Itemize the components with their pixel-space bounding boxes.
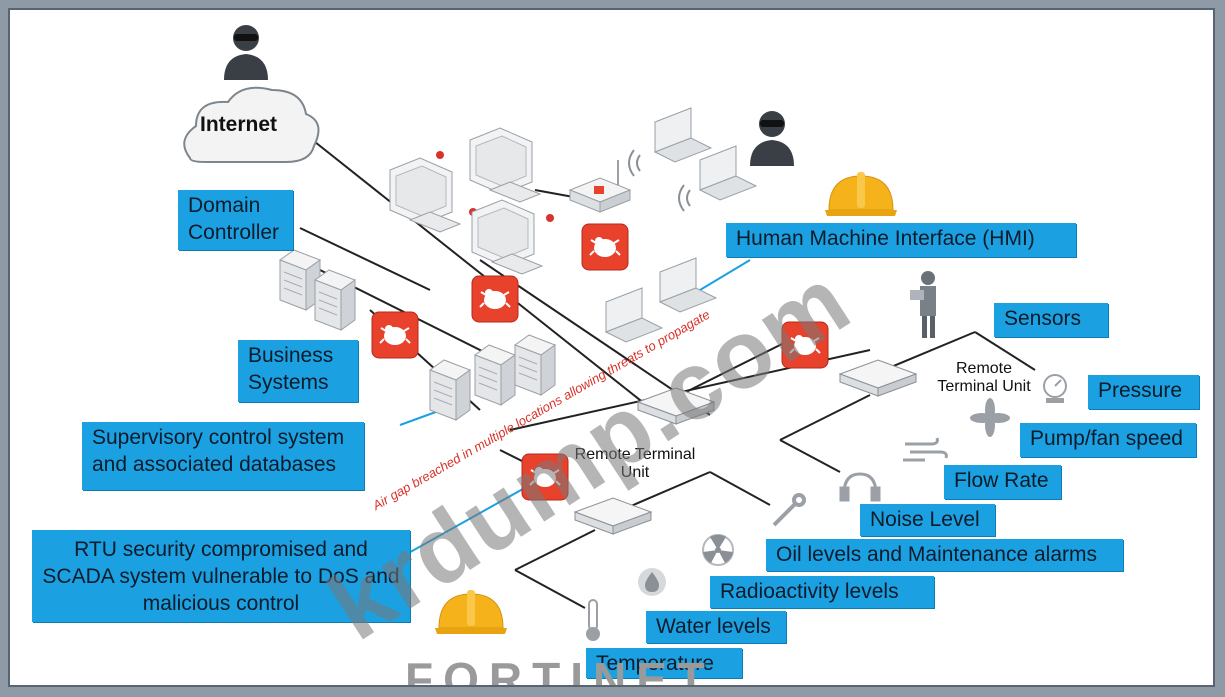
router-icon (568, 160, 632, 213)
wind-icon (903, 437, 948, 462)
rtu-upper-label: Remote Terminal Unit (937, 360, 1031, 395)
diagram-frame: Internet Domain Controller Business Syst… (8, 8, 1215, 687)
pump-fan-speed-label: Pump/fan speed (1020, 423, 1196, 457)
server-icon (514, 334, 556, 396)
hmi-label: Human Machine Interface (HMI) (726, 223, 1076, 257)
rtu-device-upper (839, 359, 917, 397)
noise-level-label: Noise Level (860, 504, 995, 536)
sensors-label: Sensors (994, 303, 1108, 337)
hardhat-icon (824, 171, 898, 217)
oil-levels-label: Oil levels and Maintenance alarms (766, 539, 1123, 571)
threat-icon (371, 311, 419, 359)
switch-icon (637, 387, 715, 425)
laptop-icon (654, 107, 712, 163)
server-icon (474, 344, 516, 406)
internet-label: Internet (200, 113, 278, 136)
rtu-device-lower (574, 497, 652, 535)
rtu-lower-label: Remote Terminal Unit (574, 446, 696, 481)
radioactivity-label: Radioactivity levels (710, 576, 934, 608)
water-drop-icon (638, 568, 666, 596)
threat-icon (581, 223, 629, 271)
laptop-icon (699, 145, 757, 201)
wrench-icon (772, 493, 806, 527)
threat-icon (781, 321, 829, 369)
water-levels-label: Water levels (646, 611, 786, 643)
threat-icon (521, 453, 569, 501)
domain-controller-label: Domain Controller (178, 190, 293, 250)
thermometer-icon (586, 599, 600, 641)
laptop-icon (605, 287, 663, 343)
hacker-icon (750, 111, 794, 166)
pressure-label: Pressure (1088, 375, 1199, 409)
hardhat-icon (434, 589, 508, 635)
cloud-icon (183, 86, 320, 163)
operator-icon (910, 271, 936, 338)
hacker-icon (224, 25, 268, 80)
server-icon (314, 269, 356, 331)
fortinet-logo: FORTINET (405, 653, 715, 687)
network-diagram (183, 25, 1067, 641)
rtu-security-label: RTU security compromised and SCADA syste… (32, 530, 410, 622)
fan-icon (970, 398, 1010, 437)
computer-icon (469, 127, 541, 203)
supervisory-system-label: Supervisory control system and associate… (82, 422, 364, 490)
server-icon (429, 359, 471, 421)
flow-rate-label: Flow Rate (944, 465, 1061, 499)
business-systems-label: Business Systems (238, 340, 358, 402)
headphones-icon (839, 472, 881, 502)
computer-icon (471, 199, 543, 275)
temperature-label: Temperature (586, 648, 742, 678)
server-icon (279, 249, 321, 311)
radiation-icon (702, 534, 734, 566)
threat-icon (471, 275, 519, 323)
computer-icon (389, 157, 461, 233)
gauge-icon (1043, 374, 1067, 403)
